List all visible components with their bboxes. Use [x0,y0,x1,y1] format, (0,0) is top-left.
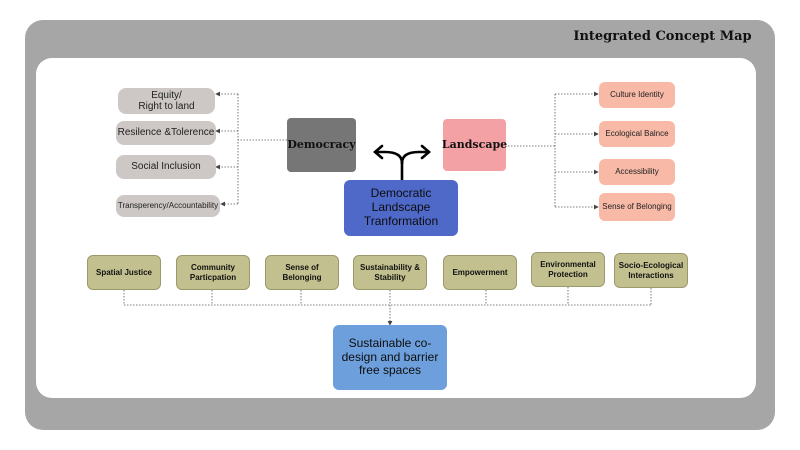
democracy-item-transparency: Transperency/Accountability [116,195,220,217]
fork-left-head [373,144,384,160]
fork-right-head [420,144,431,160]
landscape-item-accessibility: Accessibility [599,159,675,185]
landscape-item-ecological-balance: Ecological Balnce [599,121,675,147]
page-title: Integrated Concept Map [573,29,752,44]
democracy-node: Democracy [287,118,356,172]
democracy-item-equity: Equity/Right to land [118,88,215,114]
landscape-item-culture-identity: Culture Identity [599,82,675,108]
democracy-item-social-inclusion: Social Inclusion [116,155,216,179]
principle-empowerment: Empowerment [443,255,517,290]
principle-sustainability-stability: Sustainability &Stability [353,255,427,290]
democracy-item-resilience: Resilence &Tolerence [116,121,216,145]
landscape-item-sense-of-belonging: Sense of Belonging [599,193,675,221]
fork-right-arrow [400,150,430,165]
landscape-node: Landscape [442,119,507,171]
principle-spatial-justice: Spatial Justice [87,255,161,290]
principle-sense-of-belonging: Sense of Belonging [265,255,339,290]
